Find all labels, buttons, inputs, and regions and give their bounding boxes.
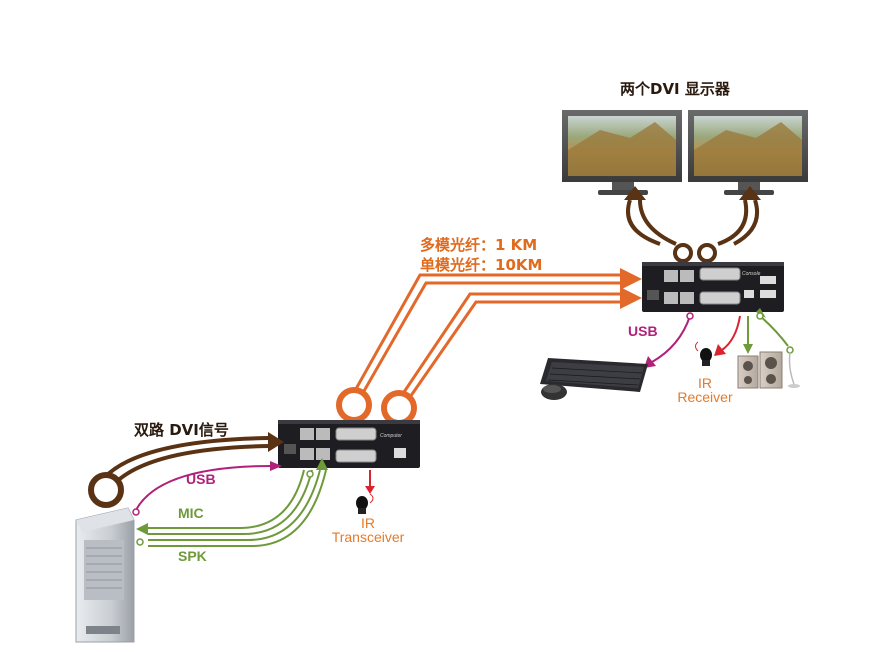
monitors-title: 两个DVI 显示器 <box>620 80 730 98</box>
transmitter-unit: Computer <box>278 420 420 468</box>
mic-label: MIC <box>178 505 204 521</box>
keyboard <box>540 358 648 392</box>
fiber-arrow-lower <box>620 287 642 309</box>
dual-dvi-label: 双路 DVI信号 <box>134 421 229 439</box>
usb-arrow-left <box>270 461 282 471</box>
mic-port-dot <box>306 470 314 478</box>
mic-arrow <box>136 523 148 535</box>
dvi-cable-coil-left <box>673 243 693 263</box>
speaker-arrow <box>743 344 753 354</box>
mouse <box>541 384 567 400</box>
ir-receiver-line2: Receiver <box>677 389 733 405</box>
pc-tower <box>75 507 135 643</box>
spk-label: SPK <box>178 548 207 564</box>
ir-transceiver-line1: IR <box>361 515 375 531</box>
dvi-output-cables <box>626 199 760 246</box>
transmitter-tag: Computer <box>380 433 402 439</box>
arrow-to-right-monitor <box>739 186 761 200</box>
dvi-input-cables <box>102 436 271 486</box>
audio-cables-right <box>747 315 789 347</box>
fiber-arrow-upper <box>620 268 642 290</box>
ir-arrow-left <box>365 486 375 494</box>
ir-receiver-device <box>695 341 712 366</box>
spk-arrow <box>316 458 328 470</box>
ir-receiver-line1: IR <box>698 375 712 391</box>
dvi-cable-coil-right <box>697 243 717 263</box>
ir-receiver-label: IR Receiver <box>670 376 740 404</box>
receiver-tag: Console <box>742 271 761 277</box>
usb-cable-right <box>651 315 691 363</box>
ir-transceiver-line2: Transceiver <box>331 529 405 545</box>
usb-port-dot-left <box>132 508 140 516</box>
receiver-unit: Console <box>642 262 784 312</box>
usb-port-dot-right <box>686 312 694 320</box>
usb-label-left: USB <box>186 471 216 487</box>
ir-cable-right <box>721 315 741 351</box>
arrow-to-left-monitor <box>624 186 646 200</box>
fiber-singlemode-label: 单模光纤：10KM <box>420 256 543 274</box>
fiber-coil-left <box>336 387 372 423</box>
audio-cables-left <box>148 469 327 547</box>
fiber-multimode-label: 多模光纤：1 KM <box>420 236 538 254</box>
monitor-right <box>688 110 808 195</box>
dvi-input-coil <box>88 472 124 508</box>
spk-port-dot <box>136 538 144 546</box>
arrow-dvi-input <box>268 432 284 452</box>
monitor-left <box>562 110 682 195</box>
speakers <box>737 351 783 389</box>
usb-cable-left <box>135 465 273 511</box>
ir-arrow-right <box>714 344 726 356</box>
ir-transceiver-device <box>356 493 374 514</box>
microphone <box>788 351 800 388</box>
audio-port-dot-right <box>756 312 764 320</box>
usb-label-right: USB <box>628 323 658 339</box>
fiber-cables <box>350 273 622 401</box>
fiber-coil-right <box>381 390 417 426</box>
ir-transceiver-label: IR Transceiver <box>328 516 408 544</box>
